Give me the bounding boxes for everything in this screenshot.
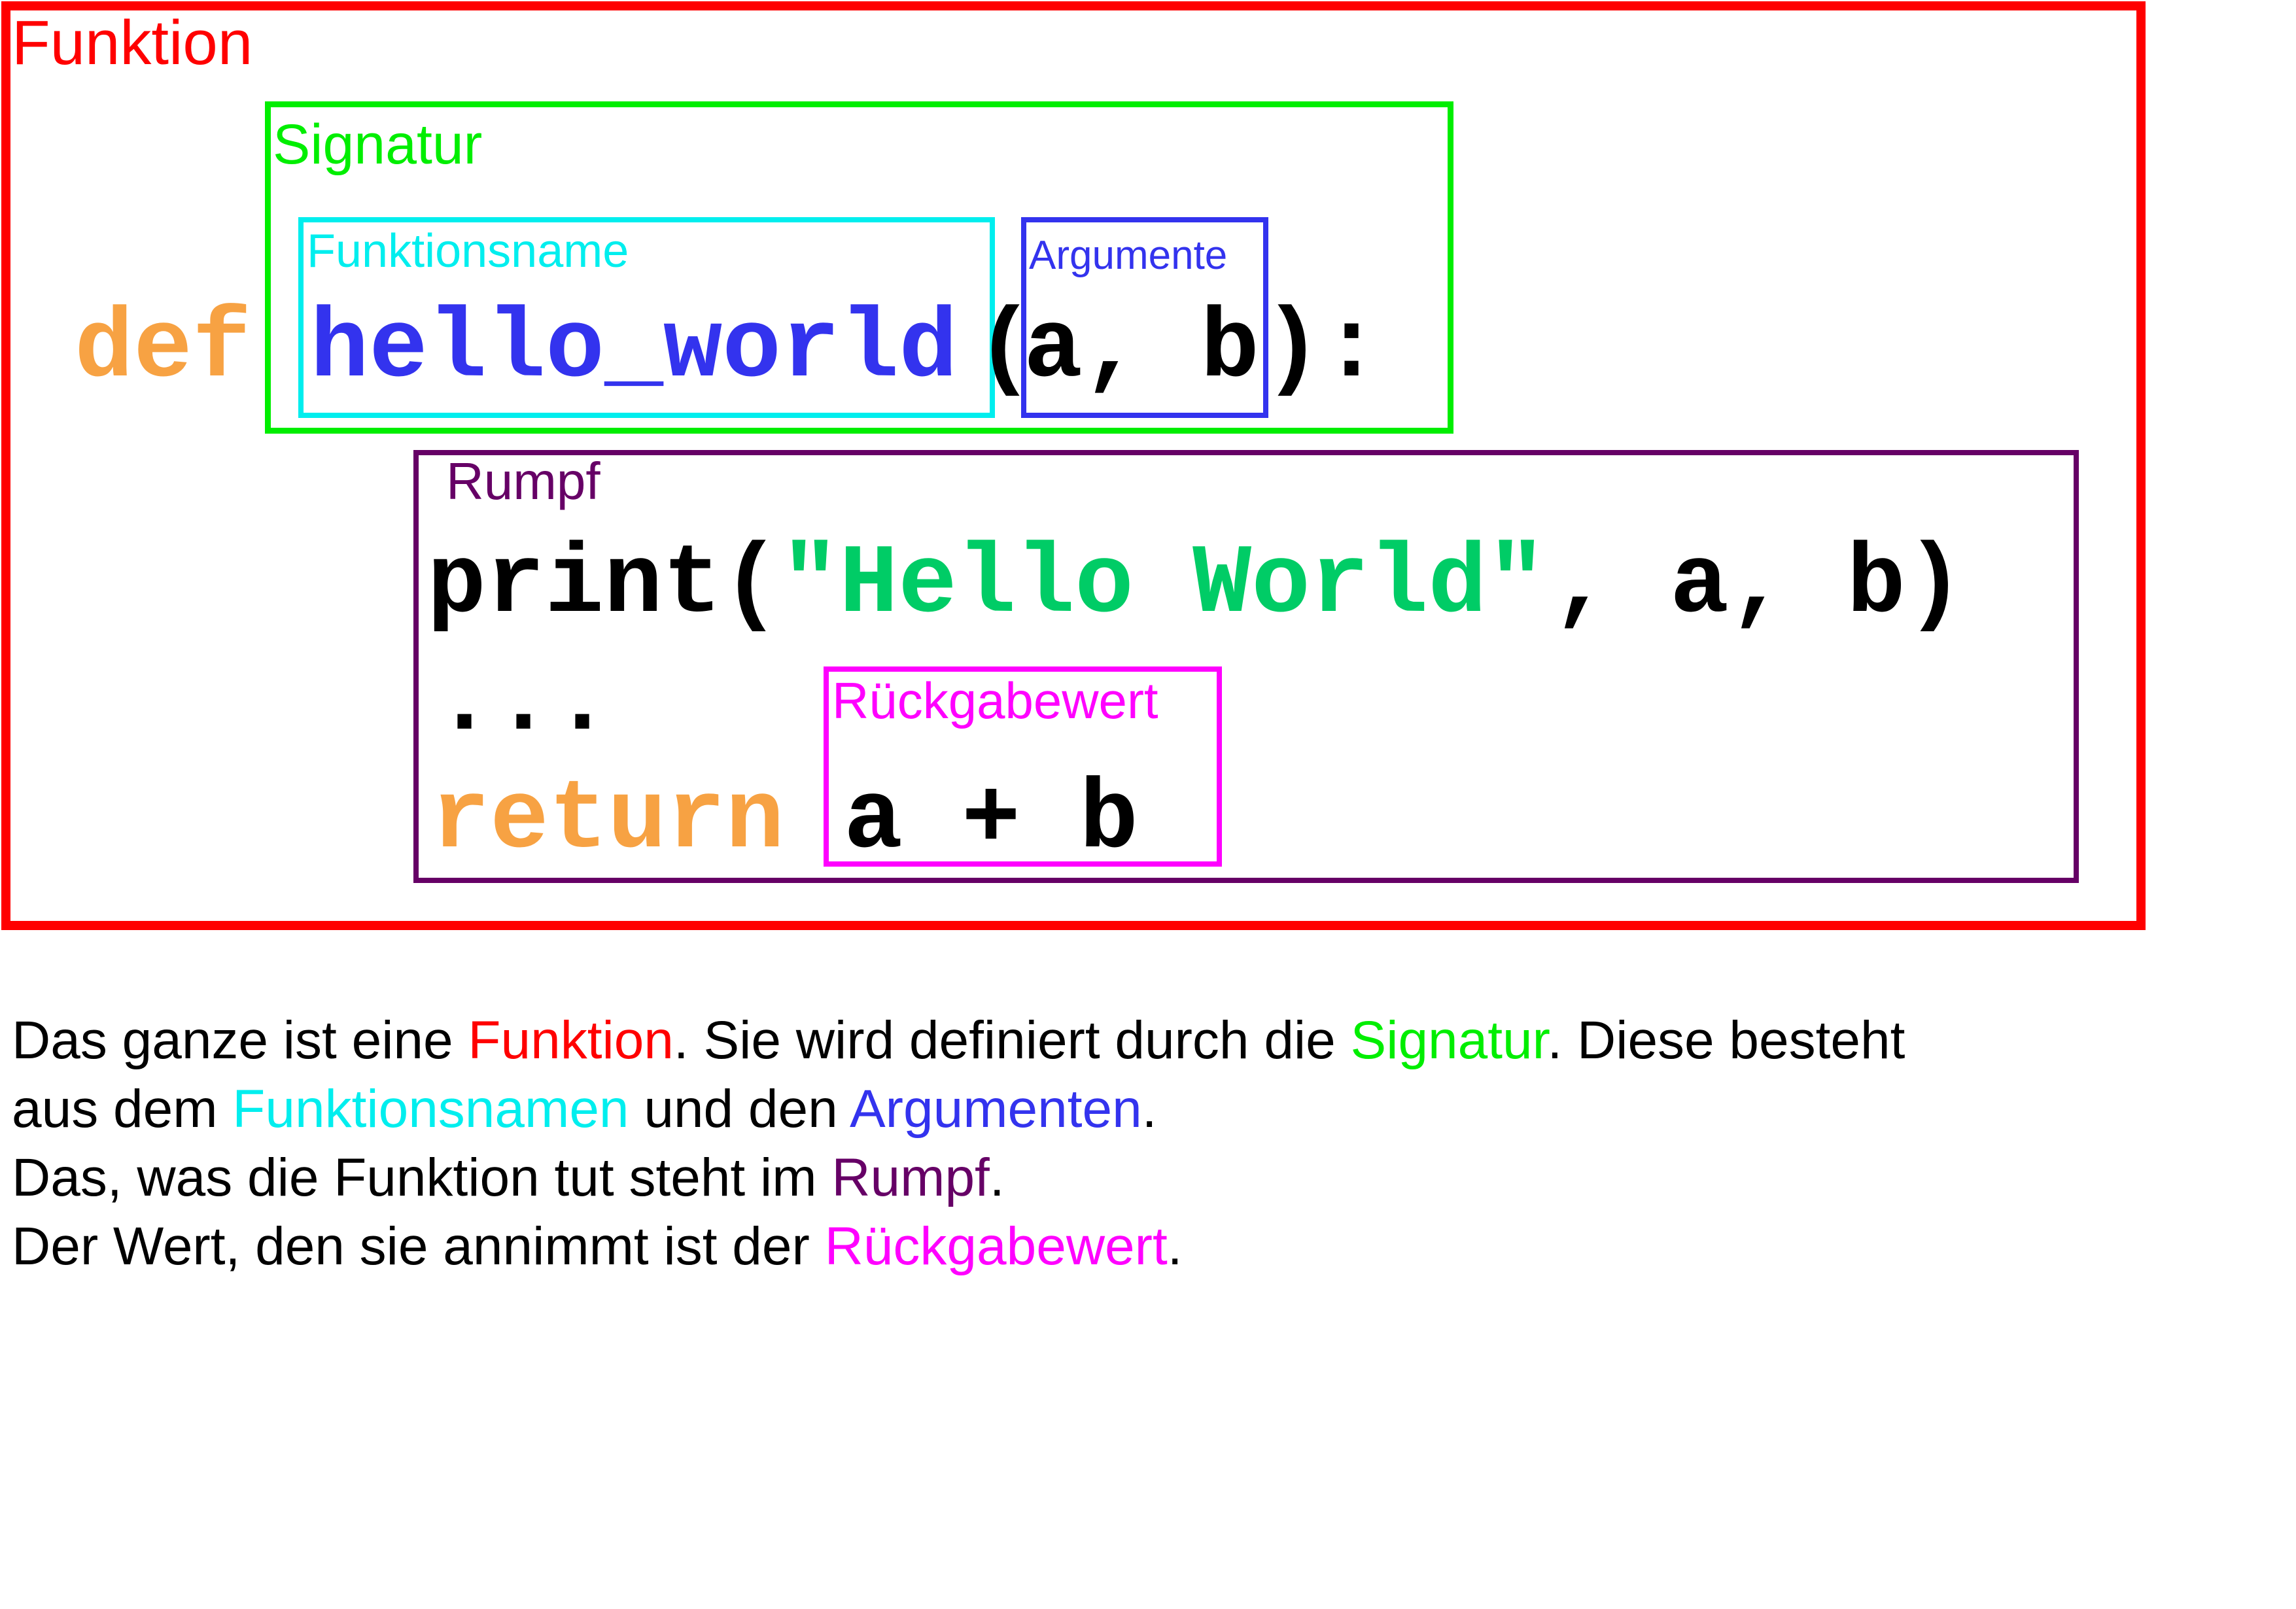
desc-3-text-b: . (989, 1148, 1005, 1207)
print-call: print( (427, 530, 781, 641)
description-line-4: Der Wert, den sie annimmt ist der Rückga… (12, 1212, 1905, 1281)
description-line-3: Das, was die Funktion tut steht im Rumpf… (12, 1143, 1905, 1212)
argumente-box (1021, 217, 1268, 418)
arguments-text: a, b (1024, 294, 1260, 406)
function-name: hello_world (310, 294, 958, 406)
desc-term-rueckgabewert: Rückgabewert (824, 1217, 1168, 1276)
paren-open: ( (975, 294, 1035, 406)
print-args: , a, b) (1552, 530, 1965, 641)
desc-1-text-b: . Sie wird definiert durch die (673, 1011, 1351, 1070)
desc-1-text-a: Das ganze ist eine (12, 1011, 468, 1070)
funktion-box (1, 1, 2146, 930)
rueckgabewert-box (824, 666, 1222, 867)
desc-1-text-c: . Diese besteht (1547, 1011, 1905, 1070)
argumente-label: Argumente (1029, 233, 1228, 278)
rumpf-label: Rumpf (446, 452, 600, 510)
rumpf-box (413, 450, 2079, 883)
funktion-label: Funktion (12, 8, 253, 78)
ellipsis: ... (435, 648, 612, 759)
return-expression: a + b (844, 765, 1139, 876)
signatur-box (265, 101, 1453, 434)
desc-term-signatur: Signatur (1350, 1011, 1548, 1070)
desc-2-text-a: aus dem (12, 1079, 233, 1139)
desc-term-funktionsnamen: Funktionsnamen (232, 1079, 629, 1139)
description: Das ganze ist eine Funktion. Sie wird de… (12, 1006, 1905, 1281)
def-keyword: def (75, 294, 252, 406)
funktionsname-box (298, 217, 995, 418)
desc-4-text-b: . (1167, 1217, 1183, 1276)
paren-close-colon: ): (1263, 294, 1382, 406)
return-keyword: return (431, 765, 785, 876)
description-line-1: Das ganze ist eine Funktion. Sie wird de… (12, 1006, 1905, 1075)
rueckgabewert-label: Rückgabewert (832, 672, 1158, 729)
description-line-2: aus dem Funktionsnamen und den Argumente… (12, 1075, 1905, 1143)
desc-term-argumenten: Argumenten (849, 1079, 1142, 1139)
desc-2-text-b: und den (629, 1079, 850, 1139)
desc-term-rumpf: Rumpf (831, 1148, 990, 1207)
desc-3-text-a: Das, was die Funktion tut steht im (12, 1148, 832, 1207)
desc-4-text-a: Der Wert, den sie annimmt ist der (12, 1217, 825, 1276)
signatur-label: Signatur (273, 113, 483, 176)
string-literal: "Hello World" (780, 530, 1546, 641)
desc-term-funktion: Funktion (468, 1011, 674, 1070)
funktionsname-label: Funktionsname (307, 225, 629, 277)
desc-2-text-c: . (1141, 1079, 1157, 1139)
